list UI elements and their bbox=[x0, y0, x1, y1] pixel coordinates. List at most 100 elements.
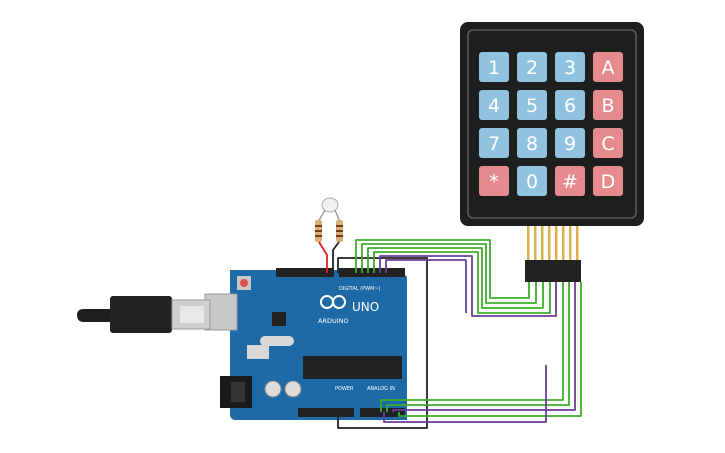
keypad-key-face bbox=[479, 166, 509, 196]
keypad-key-face bbox=[555, 166, 585, 196]
keypad-key: 3 bbox=[555, 52, 585, 82]
keypad-key: B bbox=[593, 90, 623, 120]
keypad-key-label: 5 bbox=[526, 95, 538, 117]
keypad-key: # bbox=[555, 166, 585, 196]
keypad-key: 1 bbox=[479, 52, 509, 82]
wire-green-2 bbox=[361, 243, 537, 304]
keypad-key-label: 3 bbox=[564, 57, 576, 79]
led-and-resistors bbox=[315, 197, 343, 242]
analog-label: ANALOG IN bbox=[367, 386, 395, 392]
wire-red bbox=[318, 241, 328, 273]
keypad-key-label: 2 bbox=[526, 57, 538, 79]
wire-green-4 bbox=[373, 251, 551, 314]
connector-pin bbox=[548, 226, 551, 262]
keypad-key-label: D bbox=[601, 171, 616, 193]
connector-pin bbox=[576, 226, 579, 262]
usb-cable bbox=[77, 296, 211, 333]
wire-purple-analog-1 bbox=[392, 282, 576, 412]
keypad-key-face bbox=[555, 128, 585, 158]
wire-green-analog-2 bbox=[386, 282, 570, 412]
keypad-key-label: C bbox=[601, 133, 614, 155]
keypad-connector bbox=[525, 226, 581, 282]
keypad-key-label: B bbox=[601, 95, 614, 117]
wire-black-ground bbox=[337, 257, 428, 429]
keypad-key-face bbox=[593, 128, 623, 158]
capacitor-1 bbox=[264, 380, 282, 398]
atmega-chip bbox=[303, 356, 402, 379]
keypad-key-face bbox=[479, 90, 509, 120]
keypad-key-face bbox=[555, 90, 585, 120]
keypad-key: 0 bbox=[517, 166, 547, 196]
keypad-key-face bbox=[479, 128, 509, 158]
connector-pin bbox=[527, 226, 530, 262]
keypad-key: D bbox=[593, 166, 623, 196]
connector-pin bbox=[534, 226, 537, 262]
wire-purple-analog-2 bbox=[383, 365, 547, 423]
keypad-key: 4 bbox=[479, 90, 509, 120]
keypad-key-label: 1 bbox=[488, 57, 500, 79]
keypad-key: 5 bbox=[517, 90, 547, 120]
keypad-key: C bbox=[593, 128, 623, 158]
connector-pin bbox=[562, 226, 565, 262]
analog-header bbox=[360, 408, 405, 417]
keypad-key: A bbox=[593, 52, 623, 82]
reset-button-cap bbox=[240, 279, 248, 287]
wire-purple-top bbox=[379, 255, 557, 317]
digital-header-right bbox=[339, 268, 405, 277]
power-header bbox=[298, 408, 354, 417]
keypad-bezel bbox=[467, 29, 637, 219]
keypad-key: 6 bbox=[555, 90, 585, 120]
keypad-key-label: 7 bbox=[488, 133, 500, 155]
digital-label: DIGITAL (PWM~) bbox=[339, 286, 381, 292]
wire-purple-stub bbox=[385, 259, 467, 313]
keypad-key-face bbox=[517, 52, 547, 82]
capacitor-2 bbox=[284, 380, 302, 398]
keypad: 1 2 3 A 4 5 6 B 7 8 9 C * 0 # D bbox=[460, 22, 644, 226]
keypad-key-label: # bbox=[562, 171, 578, 193]
connector-pin bbox=[569, 226, 572, 262]
wires bbox=[318, 239, 582, 429]
wire-green-analog-1 bbox=[380, 282, 564, 412]
keypad-key: 7 bbox=[479, 128, 509, 158]
keypad-key-label: 4 bbox=[488, 95, 500, 117]
wire-green-1 bbox=[355, 239, 530, 299]
keypad-key-face bbox=[517, 166, 547, 196]
keypad-key-label: 9 bbox=[564, 133, 576, 155]
brand-label: ARDUINO bbox=[318, 317, 349, 325]
usb-plug-insert bbox=[180, 306, 204, 323]
keypad-key-label: 0 bbox=[526, 171, 538, 193]
wire-green-3 bbox=[367, 247, 544, 309]
usb-cable-end bbox=[77, 309, 118, 322]
keypad-key-face bbox=[479, 52, 509, 82]
keypad-key-label: A bbox=[602, 57, 615, 79]
keypad-key: 8 bbox=[517, 128, 547, 158]
connector-pin bbox=[555, 226, 558, 262]
usb-plug-body bbox=[110, 296, 172, 333]
keypad-key-face bbox=[593, 166, 623, 196]
keypad-key-label: * bbox=[489, 171, 499, 193]
wire-black-led bbox=[332, 241, 340, 273]
wire-green-analog-3 bbox=[398, 282, 582, 417]
keypad-key-face bbox=[555, 52, 585, 82]
digital-header-left bbox=[276, 268, 334, 277]
keypad-key-face bbox=[593, 90, 623, 120]
keypad-key-label: 6 bbox=[564, 95, 576, 117]
keypad-key: 2 bbox=[517, 52, 547, 82]
keypad-key-face bbox=[593, 52, 623, 82]
power-jack-inner bbox=[231, 382, 245, 402]
power-label: POWER bbox=[335, 386, 354, 392]
keypad-key-face bbox=[517, 90, 547, 120]
arduino-uno-board: ARDUINO UNO DIGITAL (PWM~) POWER ANALOG … bbox=[204, 268, 407, 420]
usb-chip bbox=[272, 312, 286, 326]
voltage-regulator bbox=[247, 345, 269, 359]
model-label: UNO bbox=[352, 300, 379, 314]
crystal bbox=[260, 336, 294, 346]
keypad-key: * bbox=[479, 166, 509, 196]
keypad-key-label: 8 bbox=[526, 133, 538, 155]
arduino-logo bbox=[320, 295, 346, 309]
connector-pin bbox=[541, 226, 544, 262]
connector-header bbox=[525, 260, 581, 282]
keypad-key-face bbox=[517, 128, 547, 158]
keypad-key: 9 bbox=[555, 128, 585, 158]
